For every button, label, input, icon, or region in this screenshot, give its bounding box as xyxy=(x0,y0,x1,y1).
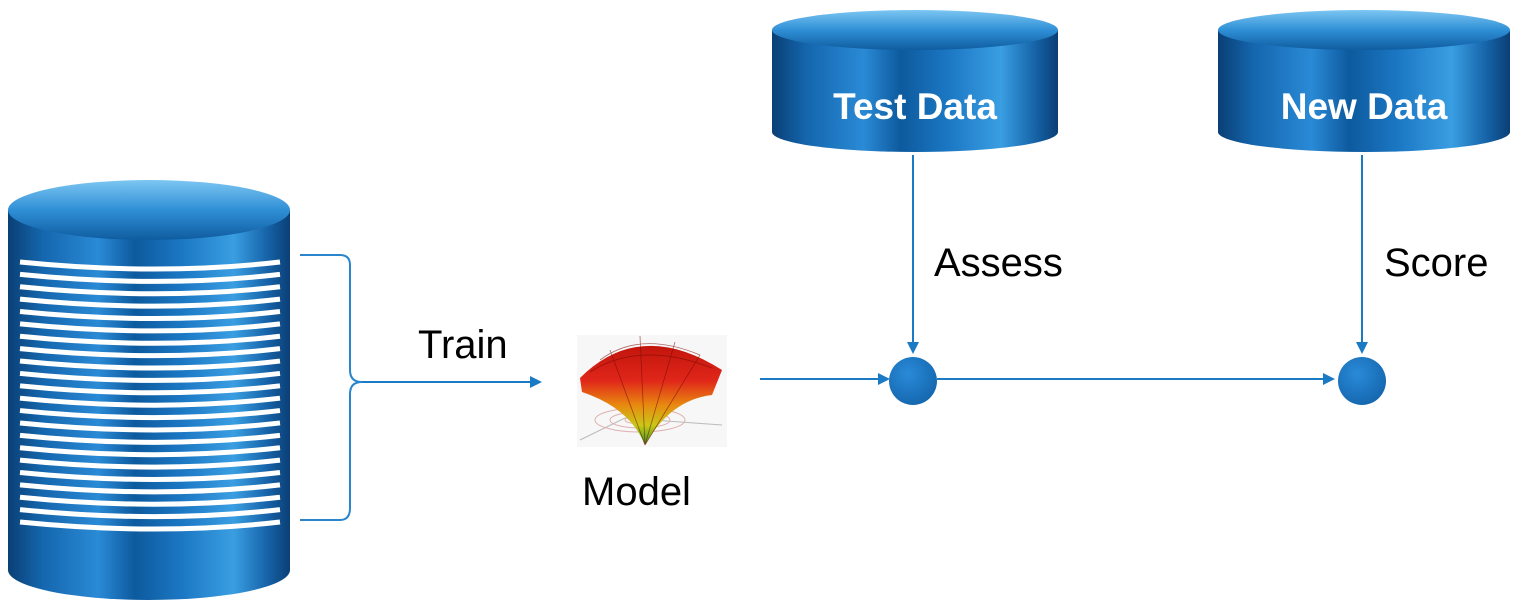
data-slice xyxy=(19,408,281,421)
data-slice xyxy=(19,469,281,482)
train-label: Train xyxy=(418,323,508,367)
3d-surface-plot-icon xyxy=(577,335,727,447)
data-slice xyxy=(19,271,281,284)
data-slice xyxy=(19,383,281,396)
data-slice xyxy=(19,284,281,297)
data-slice xyxy=(19,494,281,507)
data-slice xyxy=(19,296,281,309)
new-data-label: New Data xyxy=(1281,86,1448,127)
data-slice xyxy=(19,358,281,371)
data-slice xyxy=(19,321,281,334)
data-slice xyxy=(19,346,281,359)
data-slice xyxy=(19,507,281,520)
model-label: Model xyxy=(582,470,691,514)
score-label: Score xyxy=(1384,241,1489,285)
assess-label: Assess xyxy=(934,241,1063,285)
data-slice xyxy=(19,370,281,383)
data-slices xyxy=(19,259,281,532)
data-slice xyxy=(19,309,281,321)
data-slice xyxy=(19,420,281,433)
test-data-cylinder: Test Data xyxy=(772,10,1058,152)
new-data-cylinder: New Data xyxy=(1218,10,1510,152)
training-bracket xyxy=(300,254,363,521)
data-slice xyxy=(19,482,281,495)
data-slice xyxy=(19,259,281,272)
data-slice xyxy=(19,395,281,408)
data-slice xyxy=(19,519,281,532)
assess-node xyxy=(889,357,937,405)
data-slice xyxy=(19,333,281,346)
score-node xyxy=(1338,357,1386,405)
training-database-cylinder xyxy=(8,180,290,600)
test-data-label: Test Data xyxy=(833,86,997,127)
data-slice xyxy=(19,457,281,470)
data-slice xyxy=(19,432,281,445)
data-slice xyxy=(19,445,281,458)
